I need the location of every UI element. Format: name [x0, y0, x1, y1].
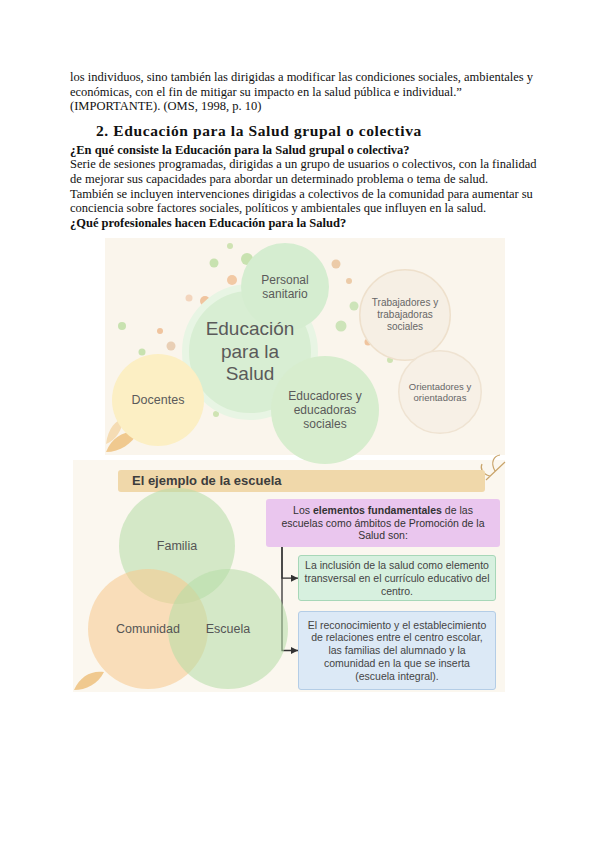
text-group: Familia — [133, 539, 221, 554]
text-group: Personal sanitario — [252, 273, 319, 301]
box-text: El reconocimiento y el establecimiento d… — [304, 619, 490, 683]
circle-shape — [271, 356, 379, 464]
text-group: Educadores y educadoras sociales — [284, 389, 366, 431]
dot — [227, 243, 233, 249]
section-heading: 2. Educación para la Salud grupal o cole… — [96, 121, 538, 140]
text-group: Educación para la Salud — [198, 318, 301, 385]
text-group: Comunidad — [102, 622, 193, 637]
circle-shape — [168, 569, 288, 689]
circle-shape — [241, 243, 329, 331]
leaf — [74, 672, 104, 690]
body-paragraph: los individuos, sino también las dirigid… — [70, 70, 538, 99]
text-group: Docentes — [123, 393, 193, 408]
dot — [167, 342, 176, 351]
text-group: Escuela — [182, 622, 273, 637]
circle-shape — [360, 270, 451, 361]
circle-label: Escuela — [182, 622, 273, 637]
dot — [350, 302, 359, 311]
box-text: El ejemplo de la escuela — [132, 473, 282, 489]
dot — [336, 321, 347, 332]
profession-circle: Personal sanitario — [241, 243, 329, 331]
circle-label: Docentes — [123, 393, 193, 408]
question-heading: ¿En qué consiste la Educación para la Sa… — [70, 143, 538, 158]
circle-label: Personal sanitario — [252, 273, 319, 301]
venn-circle: Escuela — [168, 569, 288, 689]
image-panel — [105, 238, 505, 455]
profession-circle: Docentes — [112, 354, 204, 446]
circle-label: Educadores y educadoras sociales — [284, 389, 366, 431]
dot — [186, 295, 193, 302]
dot — [157, 328, 163, 334]
text-column: los individuos, sino también las dirigid… — [70, 70, 538, 230]
text-group: La inclusión de la salud como elemento t… — [304, 559, 490, 597]
text-group: Trabajadores y trabajadoras sociales — [370, 297, 440, 332]
point-box: La inclusión de la salud como elemento t… — [298, 555, 496, 601]
body-paragraph: También se incluyen intervenciones dirig… — [70, 187, 538, 216]
circle-label: Comunidad — [102, 622, 193, 637]
title-band: El ejemplo de la escuela — [118, 470, 485, 492]
circle-label: Educación para la Salud — [198, 318, 301, 385]
decor-leaves — [74, 418, 505, 690]
dot — [227, 275, 237, 285]
profession-circle: Trabajadores y trabajadoras sociales — [359, 269, 451, 361]
text-group: Orientadores y orientadoras — [408, 381, 472, 403]
elbow-connector — [282, 547, 298, 578]
circle-shape — [112, 354, 204, 446]
dot — [139, 349, 146, 356]
box-text: Los — [293, 504, 310, 516]
circle-shape — [399, 351, 482, 434]
dot — [346, 278, 352, 284]
dot — [210, 259, 219, 268]
circle-label: Trabajadores y trabajadoras sociales — [370, 297, 440, 332]
point-box: El reconocimiento y el establecimiento d… — [298, 611, 496, 690]
dot — [118, 322, 126, 330]
box-text: elementos fundamentales — [313, 504, 442, 516]
heading-box: Loselementos fundamentalesde las escuela… — [266, 499, 500, 547]
profession-circle: Educadores y educadoras sociales — [271, 356, 379, 464]
body-paragraph: Serie de sesiones programadas, dirigidas… — [70, 157, 538, 186]
box-text: La inclusión de la salud como elemento t… — [304, 559, 490, 597]
text-group: El ejemplo de la escuela — [132, 473, 282, 489]
dot — [332, 260, 341, 269]
profession-circle: Orientadores y orientadoras — [398, 350, 482, 434]
text-group: Loselementos fundamentalesde las escuela… — [272, 504, 494, 542]
body-paragraph: (IMPORTANTE). (OMS, 1998, p. 10) — [70, 99, 538, 114]
question-heading: ¿Qué profesionales hacen Educación para … — [70, 216, 538, 231]
circle-label: Familia — [133, 539, 221, 554]
circle-label: Orientadores y orientadoras — [408, 381, 472, 403]
text-group: El reconocimiento y el establecimiento d… — [304, 619, 490, 683]
image-panel — [73, 460, 505, 692]
